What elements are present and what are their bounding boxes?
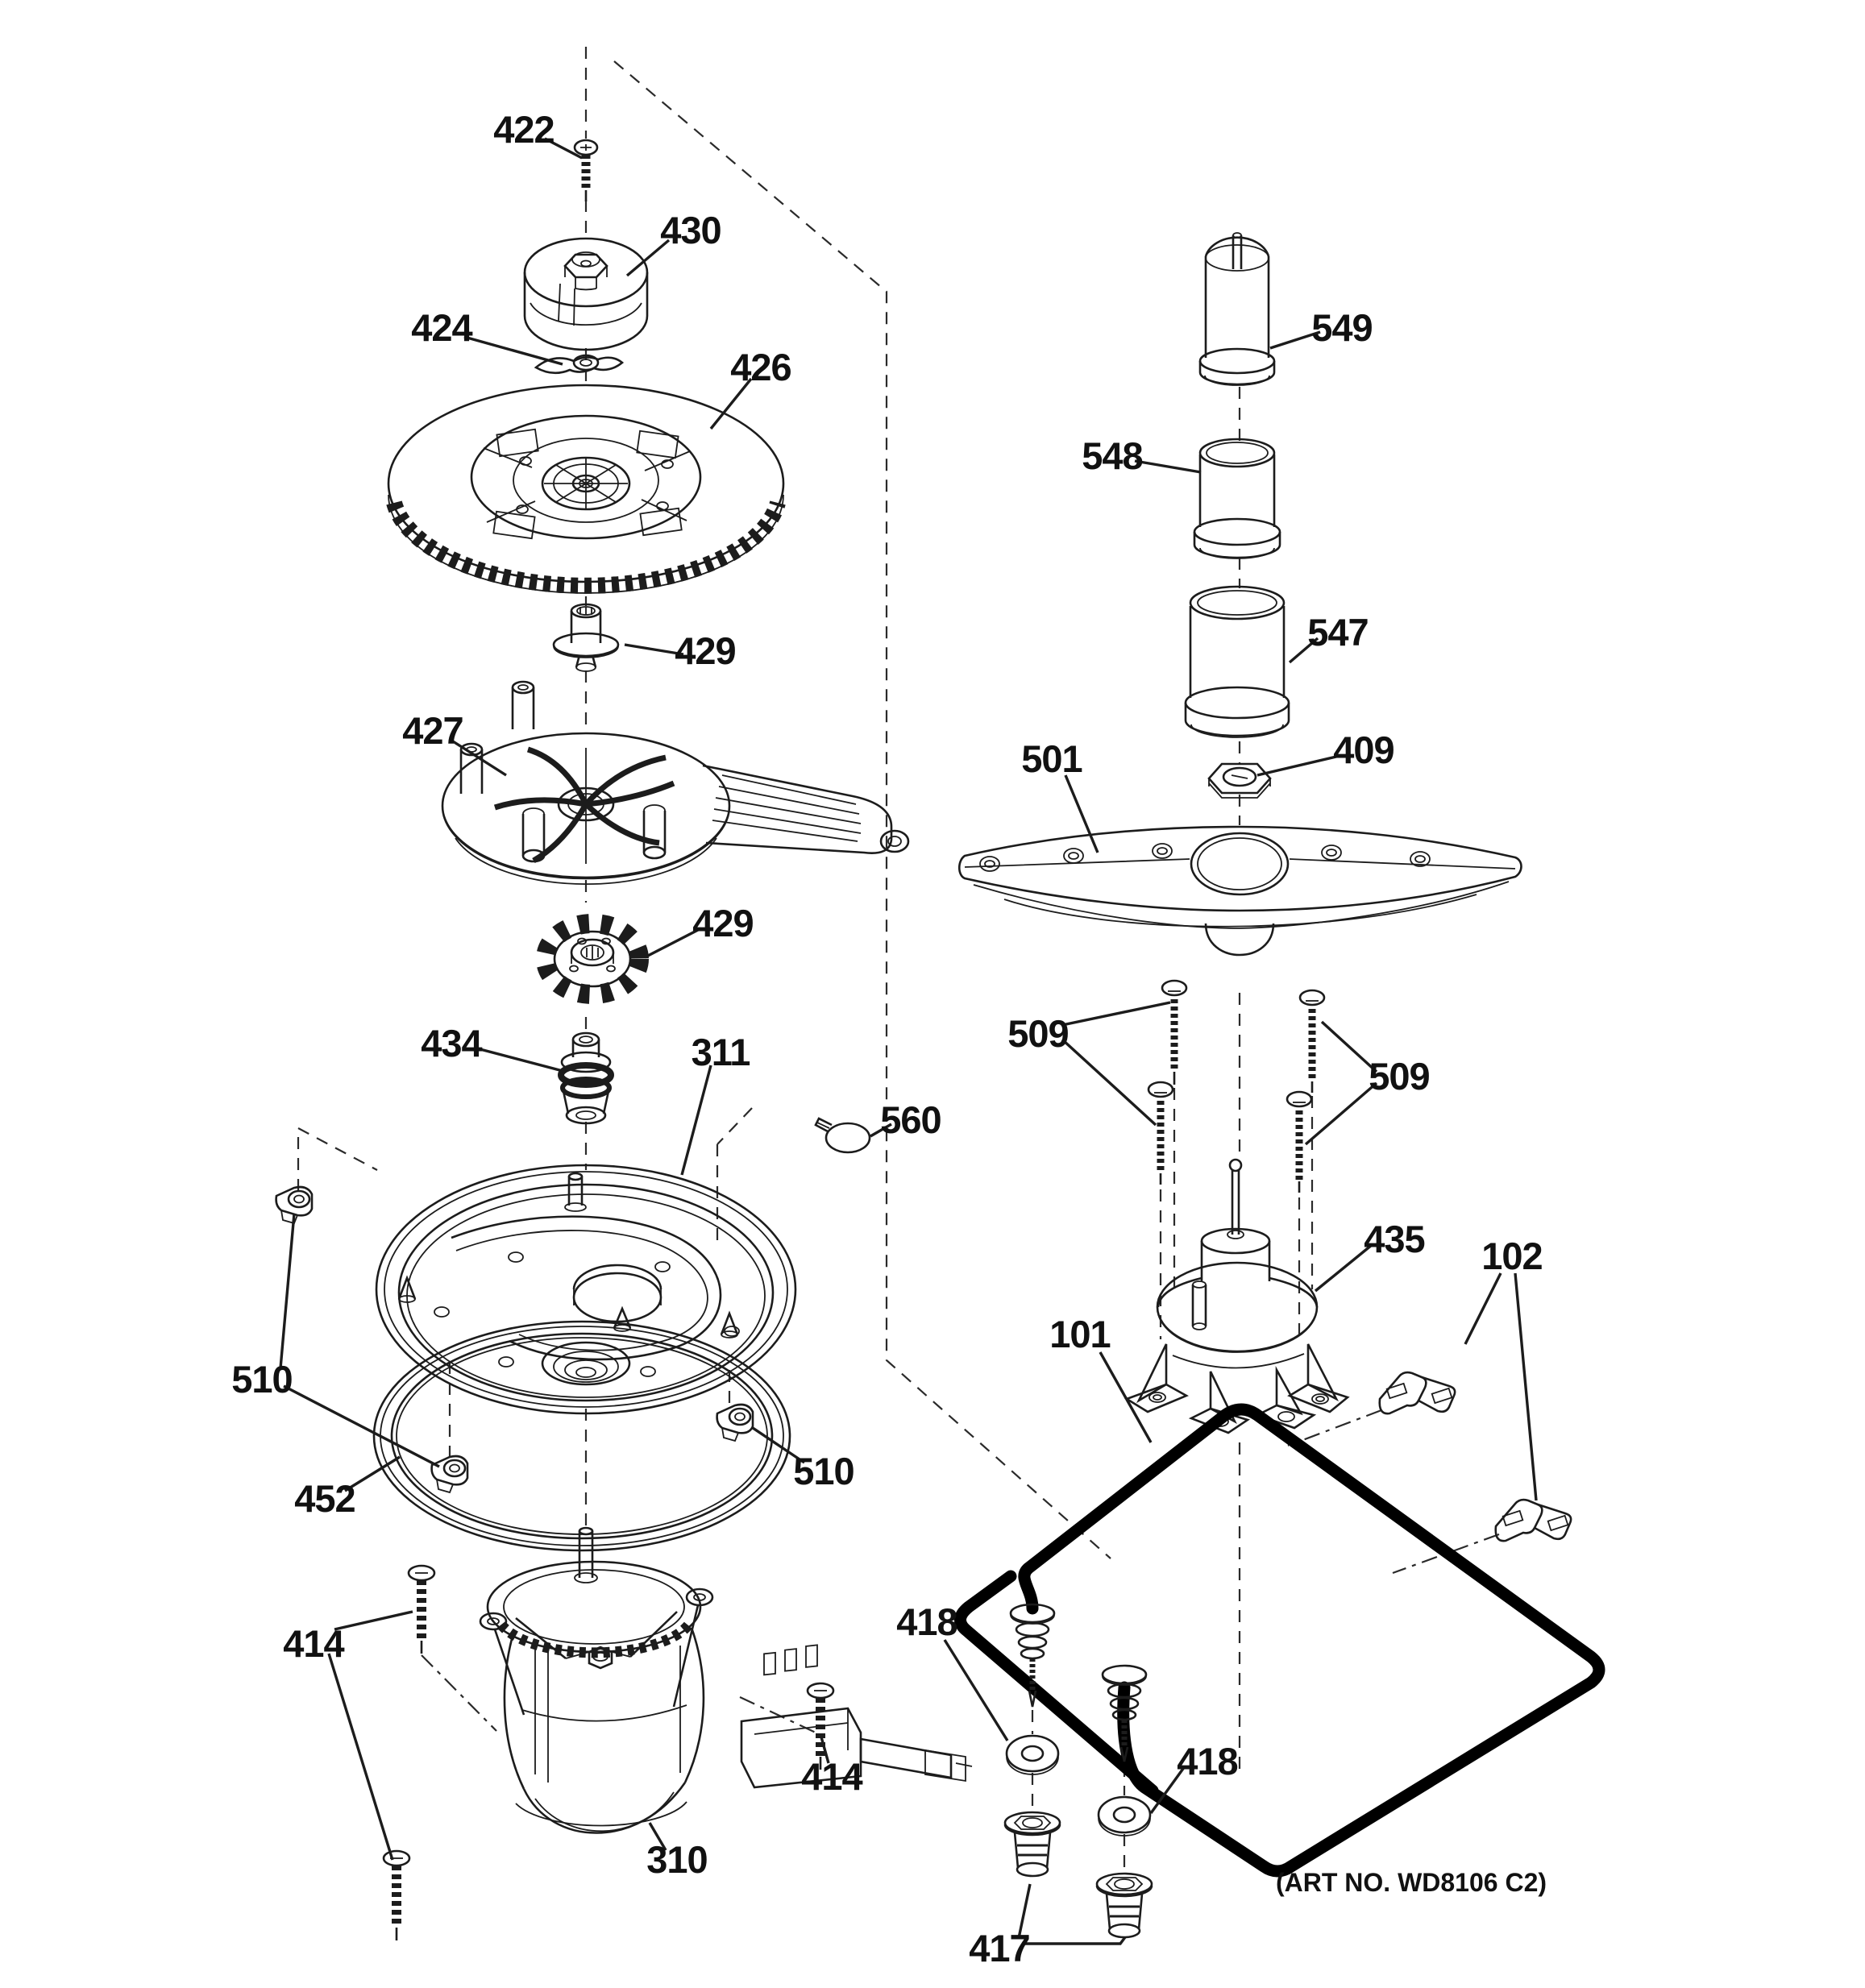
- callout-509-right: 509: [1369, 1055, 1429, 1098]
- callout-101: 101: [1049, 1313, 1110, 1355]
- callout-409: 409: [1333, 728, 1394, 771]
- screw-414-lower-left: [382, 1849, 411, 1940]
- bosses: [479, 1587, 714, 1670]
- part-clip-102-a: [1378, 1371, 1456, 1415]
- part-clip-102-b: [1494, 1498, 1572, 1542]
- part-clamp-510-c: [716, 1403, 754, 1442]
- right-pin: [720, 1310, 739, 1335]
- feet: [1124, 1343, 1350, 1434]
- part-terminal-nut-417-left: [1003, 1811, 1061, 1878]
- left-pin: [397, 1275, 417, 1300]
- part-spray-arm-501: [957, 825, 1522, 957]
- part-heating-element-101: [954, 1403, 1605, 1878]
- part-clamp-510-b: [430, 1455, 469, 1494]
- callout-310: 310: [646, 1838, 707, 1881]
- callout-501: 501: [1021, 737, 1082, 780]
- callout-549: 549: [1311, 306, 1372, 349]
- callout-434: 434: [421, 1022, 482, 1065]
- callout-414-left: 414: [283, 1622, 344, 1665]
- callout-452: 452: [294, 1477, 355, 1520]
- connector-block: [740, 1644, 973, 1789]
- part-impeller-cap-430: [523, 237, 649, 351]
- callout-311: 311: [692, 1031, 750, 1073]
- callout-430: 430: [660, 209, 721, 251]
- center-cone: [541, 1341, 631, 1386]
- part-paddle-gear-429: [536, 914, 649, 1004]
- callout-435: 435: [1364, 1218, 1424, 1260]
- callout-426: 426: [730, 346, 791, 388]
- part-cap-549: [1198, 232, 1276, 386]
- s-channel: [451, 1215, 722, 1361]
- gasket-pin: [613, 1305, 632, 1329]
- terminal-right: [1101, 1664, 1148, 1762]
- part-screws-509: [1147, 979, 1326, 1193]
- screw-509-lr: [1286, 1090, 1313, 1193]
- callout-424: 424: [411, 306, 472, 349]
- hub-spokes: [544, 458, 628, 509]
- mounting-tabs: [483, 428, 691, 540]
- art-number: (ART NO. WD8106 C2): [1276, 1868, 1547, 1897]
- top-pin: [564, 1172, 587, 1212]
- part-screw-422: [573, 139, 599, 201]
- leader-lines: [279, 137, 1538, 1945]
- part-pump-impeller-427: [441, 680, 910, 886]
- part-bushing-429: [552, 603, 620, 672]
- callout-548: 548: [1082, 434, 1142, 477]
- screw-414-right: [806, 1682, 835, 1770]
- callout-547: 547: [1307, 611, 1368, 654]
- gearbox-fins: [712, 774, 862, 842]
- callout-102: 102: [1481, 1235, 1542, 1277]
- part-seal-434: [558, 1031, 614, 1125]
- part-motor-310: [479, 1526, 973, 1834]
- part-sleeve-547: [1184, 585, 1290, 738]
- hub-dome: [1204, 923, 1275, 957]
- callout-414-right: 414: [801, 1755, 862, 1798]
- callout-560: 560: [880, 1098, 941, 1141]
- callout-427: 427: [402, 709, 463, 752]
- part-sump-housing-311: [375, 1164, 797, 1415]
- callout-418-left: 418: [896, 1600, 957, 1643]
- part-washer-418-left: [1005, 1734, 1060, 1775]
- plate-holes: [434, 1251, 740, 1377]
- construction-lines: [297, 47, 1500, 1872]
- zone-boundary-dashed: [613, 60, 1111, 1559]
- callout-509-left: 509: [1007, 1012, 1068, 1055]
- terminal-left: [1009, 1603, 1056, 1708]
- posts: [459, 680, 667, 863]
- screw-414-upper-left: [407, 1564, 436, 1654]
- callout-429-upper: 429: [675, 629, 735, 672]
- part-terminals: [1003, 1603, 1153, 1939]
- screw-509-ll: [1147, 1081, 1174, 1185]
- part-washer-418-right: [1097, 1795, 1152, 1837]
- callout-510-left: 510: [231, 1358, 292, 1401]
- part-nut-409: [1207, 762, 1272, 799]
- callout-418-right: 418: [1177, 1740, 1237, 1783]
- callout-422: 422: [493, 108, 554, 151]
- callout-labels: 422 430 424 426 429 427 429 434 311 560 …: [231, 108, 1543, 1969]
- callout-429-lower: 429: [692, 902, 753, 944]
- part-gear-plate-426: [386, 384, 786, 594]
- callout-417: 417: [969, 1927, 1029, 1969]
- part-screws-414: [382, 1564, 835, 1940]
- spray-holes: [979, 843, 1431, 872]
- part-sleeve-548: [1193, 438, 1281, 559]
- part-clamp-510-a: [275, 1185, 314, 1225]
- part-washer-424: [534, 354, 625, 375]
- part-terminal-nut-417-right: [1095, 1872, 1153, 1939]
- vanes: [493, 746, 675, 864]
- screw-509-ul: [1161, 979, 1188, 1085]
- bracket-arms: [493, 1604, 700, 1716]
- callout-510-right: 510: [793, 1450, 854, 1492]
- screw-509-ur: [1298, 989, 1326, 1093]
- part-clip-560: [814, 1117, 871, 1154]
